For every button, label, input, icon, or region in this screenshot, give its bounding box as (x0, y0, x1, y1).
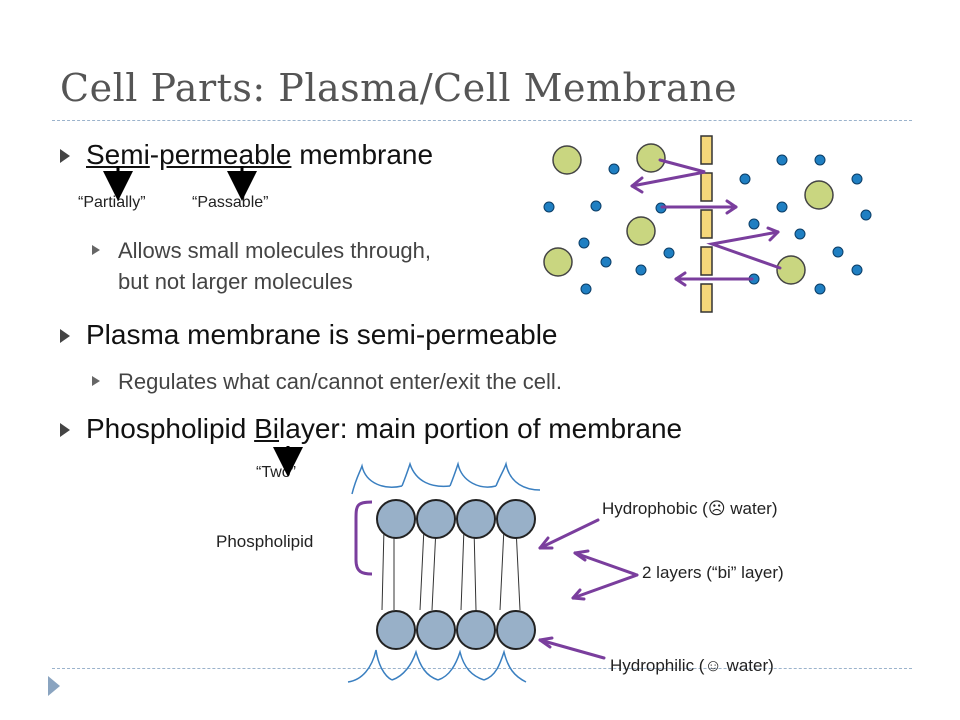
water-lines-top (351, 461, 541, 495)
label-phospholipid: Phospholipid (216, 532, 314, 551)
membrane-bars (700, 135, 713, 313)
permeability-diagram (543, 135, 872, 313)
underlined-bi: Bi (254, 413, 280, 444)
sub-bullet-arrow-icon (92, 376, 100, 386)
phospholipid-bracket (354, 500, 373, 576)
sub-bullet-regulates: Regulates what can/cannot enter/exit the… (118, 369, 562, 394)
large-molecules (543, 143, 834, 285)
bullet-arrow-icon (60, 329, 70, 343)
small-molecules (543, 154, 872, 295)
page-title: Cell Parts: Plasma/Cell Membrane (60, 66, 738, 110)
slide-nav-icon[interactable] (48, 676, 60, 696)
bullet-phospholipid-bilayer: Phospholipid Bilayer: main portion of me… (86, 413, 683, 444)
bullet-semi-permeable: Semi-permeable membrane (86, 139, 434, 170)
sub-bullet-allows: Allows small molecules through, but not … (118, 238, 432, 294)
footer-divider (52, 668, 912, 669)
pointer-arrows (538, 518, 639, 660)
sub-bullet-arrow-icon (92, 245, 100, 255)
label-two-layers: 2 layers (“bi” layer) (642, 563, 784, 582)
bullet-arrow-icon (60, 149, 70, 163)
bullet-plasma-membrane: Plasma membrane is semi-permeable (86, 319, 558, 350)
lipid-tails (381, 527, 521, 611)
underlined-semi: Semi (86, 139, 150, 170)
phospholipid-bilayer-diagram (347, 461, 639, 683)
label-hydrophobic: Hydrophobic (☹ water) (602, 499, 778, 518)
water-lines-bottom (347, 649, 527, 683)
underlined-permeable: permeable (159, 139, 292, 170)
label-hydrophilic: Hydrophilic (☺ water) (610, 656, 774, 675)
top-heads (376, 499, 536, 539)
bottom-heads (376, 610, 536, 650)
title-divider (52, 120, 912, 121)
bullet-arrow-icon (60, 423, 70, 437)
transport-arrows (630, 158, 782, 287)
